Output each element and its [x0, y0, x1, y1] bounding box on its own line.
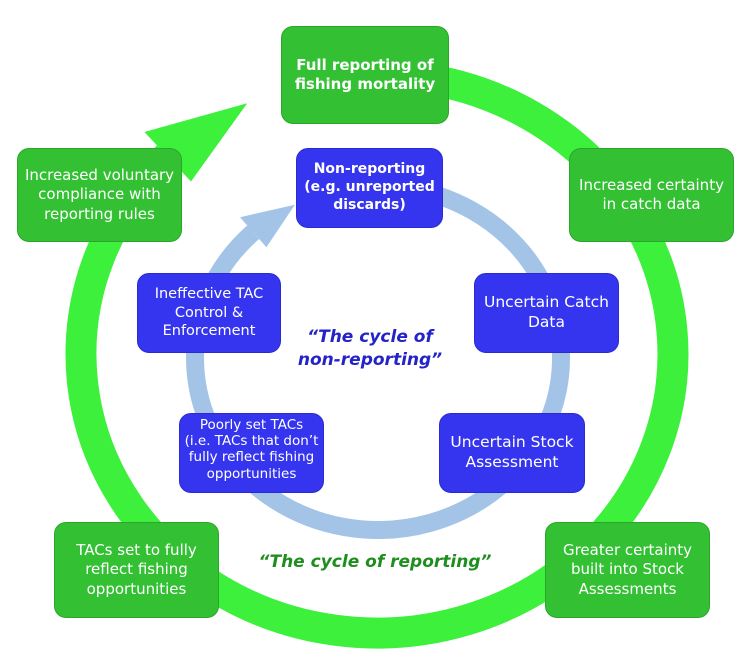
- outer-step-voluntary-compliance: Increased voluntary compliance with repo…: [17, 148, 182, 242]
- inner-step-uncertain-catch-data: Uncertain Catch Data: [474, 273, 619, 353]
- outer-step-line: Assessments: [578, 579, 677, 598]
- inner-caption-line: “The cycle of: [307, 327, 433, 347]
- inner-step-line: discards): [333, 196, 406, 213]
- outer-step-increased-certainty-catch: Increased certainty in catch data: [569, 148, 734, 242]
- inner-step-line: Control &: [174, 304, 244, 321]
- outer-cycle-caption: “The cycle of reporting”: [250, 552, 500, 572]
- inner-step-line: Enforcement: [162, 323, 256, 340]
- inner-step-line: (i.e. TACs that don’t: [184, 433, 319, 450]
- inner-cycle-caption: “The cycle of non-reporting”: [290, 326, 450, 372]
- inner-caption-line: non-reporting”: [297, 349, 443, 370]
- outer-step-line: fishing mortality: [294, 75, 436, 93]
- outer-caption-text: “The cycle of reporting”: [258, 552, 492, 572]
- inner-step-line: Uncertain Stock: [450, 433, 574, 452]
- outer-step-greater-certainty-stock: Greater certainty built into Stock Asses…: [545, 522, 710, 618]
- outer-step-line: Increased certainty: [579, 175, 724, 194]
- outer-step-tacs-set-fully: TACs set to fully reflect fishing opport…: [54, 522, 219, 618]
- inner-cycle-arrow-icon: [240, 204, 295, 248]
- outer-cycle-arrow-icon: [144, 103, 248, 182]
- inner-step-non-reporting: Non-reporting (e.g. unreported discards): [296, 148, 443, 228]
- inner-step-line: opportunities: [206, 465, 297, 482]
- outer-step-line: TACs set to fully: [76, 541, 197, 560]
- inner-step-poorly-set-tacs: Poorly set TACs (i.e. TACs that don’t fu…: [179, 413, 324, 493]
- outer-step-line: reflect fishing: [85, 560, 188, 579]
- inner-cycle-ring: [186, 179, 570, 539]
- inner-step-line: (e.g. unreported: [304, 179, 435, 196]
- inner-step-line: fully reflect fishing: [188, 449, 315, 466]
- outer-step-line: opportunities: [86, 579, 187, 598]
- outer-step-line: compliance with: [38, 185, 161, 204]
- inner-step-line: Non-reporting: [313, 161, 426, 178]
- inner-step-line: Assessment: [465, 453, 559, 471]
- inner-step-line: Poorly set TACs: [199, 417, 304, 433]
- inner-step-line: Ineffective TAC: [154, 286, 264, 303]
- inner-step-uncertain-stock-assessment: Uncertain Stock Assessment: [439, 413, 585, 493]
- outer-step-full-reporting: Full reporting of fishing mortality: [281, 26, 449, 124]
- inner-step-ineffective-tac-control: Ineffective TAC Control & Enforcement: [137, 273, 281, 353]
- outer-step-line: Greater certainty: [562, 541, 693, 560]
- outer-step-line: reporting rules: [44, 204, 155, 223]
- inner-step-line: Uncertain Catch: [484, 293, 609, 312]
- outer-step-line: Full reporting of: [296, 55, 434, 74]
- outer-step-line: Increased voluntary: [24, 166, 175, 185]
- outer-step-line: built into Stock: [570, 560, 684, 579]
- outer-step-line: in catch data: [602, 195, 701, 213]
- inner-step-line: Data: [527, 313, 565, 331]
